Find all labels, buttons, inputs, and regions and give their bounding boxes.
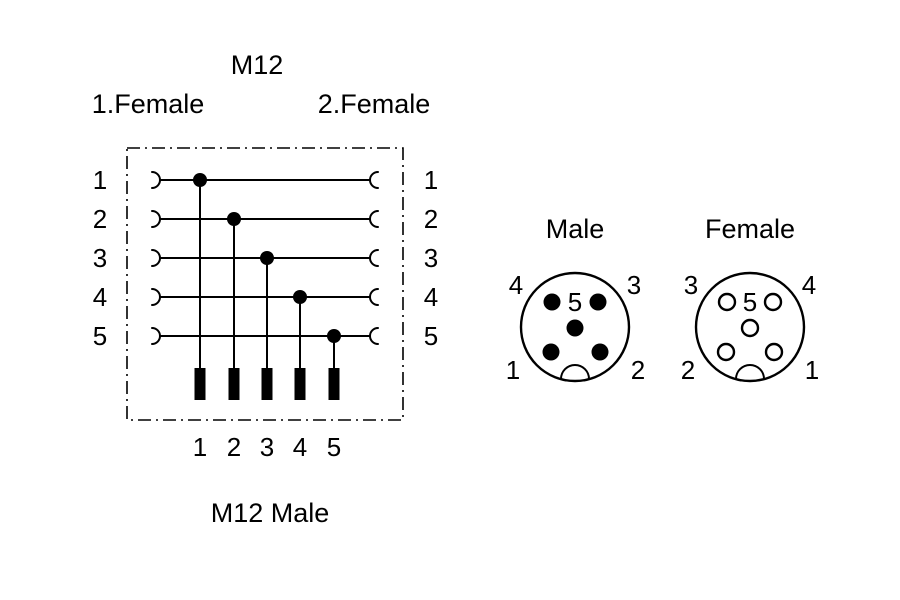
wire-row-2: 2 2 2 (93, 204, 438, 462)
left-socket-arc (151, 171, 161, 189)
male-connector-caption: M12 Male (211, 498, 330, 528)
female-pin-2-socket (716, 342, 736, 362)
wire-row-3: 3 3 3 (93, 243, 438, 462)
splitter-boundary-box (126, 147, 404, 421)
male-pin-3-dot (589, 293, 607, 311)
right-socket-arc (369, 210, 379, 228)
female-pinout: Female 3 5 4 2 1 (681, 214, 819, 385)
male-pin-label-top-left: 4 (509, 270, 523, 300)
right-socket-arc (369, 327, 379, 345)
terminal-pin (294, 368, 306, 400)
male-pin-label-top-right: 3 (627, 270, 641, 300)
male-pin-4-dot (543, 293, 561, 311)
diagram-title: M12 (231, 50, 284, 80)
wire-row-4: 4 4 4 (93, 282, 438, 462)
right-socket-arc (369, 171, 379, 189)
female-pin-label-bottom-left: 2 (681, 355, 695, 385)
male-pin-label-bottom-right: 2 (631, 355, 645, 385)
bottom-pin-number: 3 (260, 432, 274, 462)
left-pin-number: 3 (93, 243, 107, 273)
male-pin-5-dot (566, 319, 584, 337)
male-pin-label-top-center: 5 (568, 287, 582, 317)
right-pin-number: 1 (424, 165, 438, 195)
female-pin-4-socket (763, 292, 783, 312)
bottom-pin-number: 5 (327, 432, 341, 462)
wire-row-5: 5 5 5 (93, 321, 438, 462)
right-pin-number: 5 (424, 321, 438, 351)
left-connector-label: 1.Female (92, 89, 205, 119)
female-pin-1-socket (764, 342, 784, 362)
bottom-pin-number: 2 (227, 432, 241, 462)
male-pinout-title: Male (546, 214, 605, 244)
terminal-pin (261, 368, 273, 400)
left-pin-number: 2 (93, 204, 107, 234)
wire-row-1: 1 1 1 (93, 165, 438, 462)
female-pin-3-socket (717, 292, 737, 312)
right-connector-label: 2.Female (318, 89, 431, 119)
left-pin-number: 4 (93, 282, 107, 312)
right-socket-arc (369, 249, 379, 267)
keying-notch (560, 364, 590, 380)
left-socket-arc (151, 327, 161, 345)
terminal-pin (328, 368, 340, 400)
right-socket-arc (369, 288, 379, 306)
right-pin-number: 2 (424, 204, 438, 234)
terminal-pin (228, 368, 240, 400)
left-pin-number: 1 (93, 165, 107, 195)
female-pin-label-top-center: 5 (743, 287, 757, 317)
terminal-pin (194, 368, 206, 400)
left-pin-number: 5 (93, 321, 107, 351)
left-socket-arc (151, 288, 161, 306)
keying-notch (735, 364, 765, 380)
left-socket-arc (151, 210, 161, 228)
male-pin-label-bottom-left: 1 (506, 355, 520, 385)
right-pin-number: 4 (424, 282, 438, 312)
male-pin-2-dot (591, 343, 609, 361)
male-pin-1-dot (542, 343, 560, 361)
female-pin-5-socket (740, 318, 760, 338)
bottom-pin-number: 1 (193, 432, 207, 462)
female-pin-label-top-left: 3 (684, 270, 698, 300)
female-pin-label-top-right: 4 (802, 270, 816, 300)
bottom-pin-number: 4 (293, 432, 307, 462)
right-pin-number: 3 (424, 243, 438, 273)
female-pinout-title: Female (705, 214, 795, 244)
left-socket-arc (151, 249, 161, 267)
male-pinout: Male 4 5 3 1 2 (506, 214, 645, 385)
female-pin-label-bottom-right: 1 (805, 355, 819, 385)
